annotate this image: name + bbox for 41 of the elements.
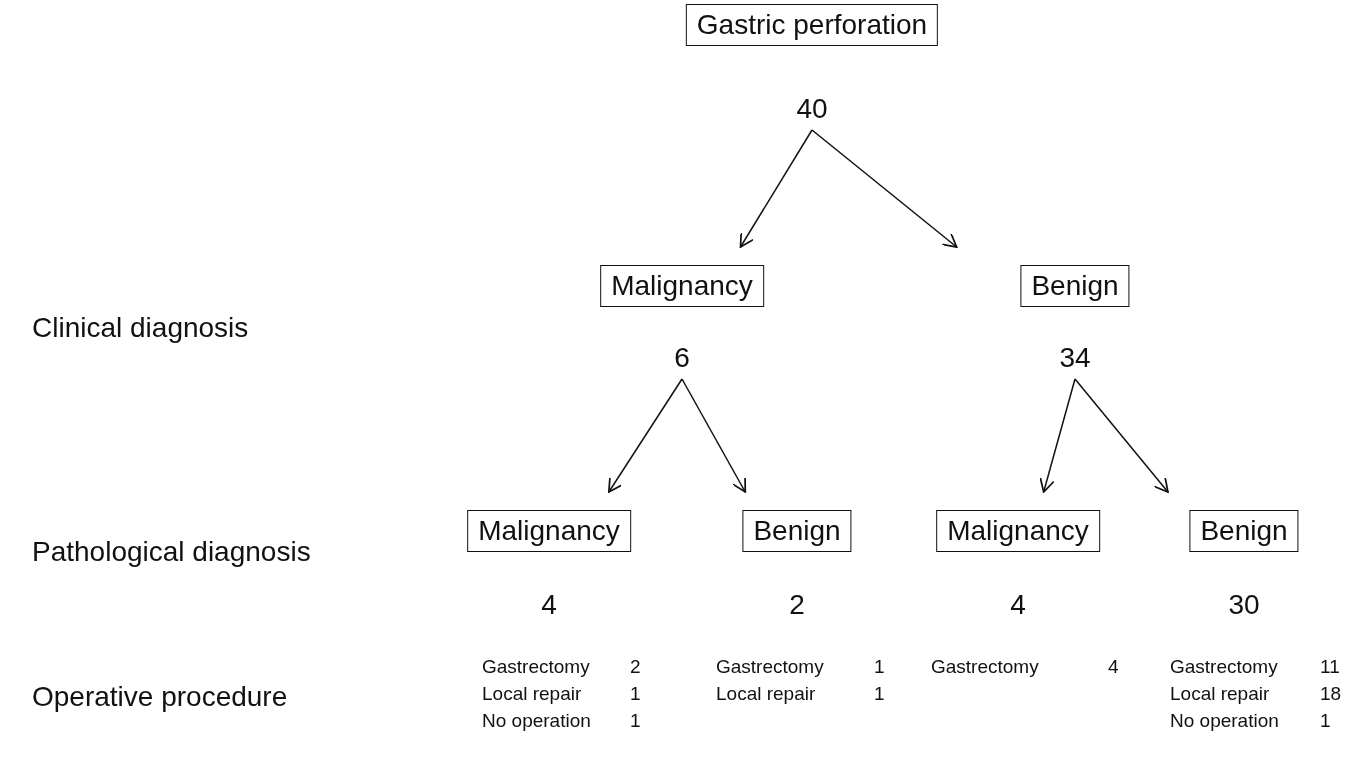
- procedure-count: 1: [630, 710, 641, 732]
- procedure-name: No operation: [1170, 710, 1279, 732]
- count-label: 34: [1059, 343, 1091, 373]
- arrow: [608, 378, 683, 493]
- count-label: 40: [796, 94, 828, 124]
- row-label: Operative procedure: [32, 681, 288, 713]
- process-box: Malignancy: [936, 510, 1100, 552]
- procedure-name: Local repair: [716, 683, 816, 705]
- procedure-name: Local repair: [482, 683, 582, 705]
- procedure-name: Gastrectomy: [1170, 656, 1278, 678]
- process-box: Benign: [742, 510, 852, 552]
- arrow: [1074, 378, 1169, 493]
- count-label: 4: [1010, 590, 1026, 620]
- count-label: 30: [1228, 590, 1260, 620]
- procedure-count: 2: [630, 656, 641, 678]
- process-box: Benign: [1020, 265, 1130, 307]
- procedure-count: 18: [1320, 683, 1342, 705]
- process-box: Gastric perforation: [685, 4, 939, 46]
- procedure-name: Gastrectomy: [716, 656, 824, 678]
- procedure-count: 1: [874, 656, 885, 678]
- process-box: Malignancy: [467, 510, 631, 552]
- procedure-count: 1: [1320, 710, 1331, 732]
- row-label: Pathological diagnosis: [32, 536, 311, 568]
- arrow: [681, 378, 747, 493]
- procedure-count: 1: [630, 683, 641, 705]
- row-label: Clinical diagnosis: [32, 312, 249, 344]
- procedure-count: 1: [874, 683, 885, 705]
- arrow: [1039, 378, 1076, 493]
- count-label: 2: [789, 590, 805, 620]
- process-box: Benign: [1189, 510, 1299, 552]
- count-label: 6: [674, 343, 690, 373]
- arrow: [811, 129, 958, 248]
- process-box: Malignancy: [600, 265, 764, 307]
- arrow: [739, 129, 813, 248]
- procedure-count: 4: [1108, 656, 1119, 678]
- procedure-count: 11: [1320, 656, 1340, 678]
- procedure-name: Gastrectomy: [482, 656, 590, 678]
- procedure-name: Local repair: [1170, 683, 1270, 705]
- count-label: 4: [541, 590, 557, 620]
- procedure-name: No operation: [482, 710, 591, 732]
- procedure-name: Gastrectomy: [931, 656, 1039, 678]
